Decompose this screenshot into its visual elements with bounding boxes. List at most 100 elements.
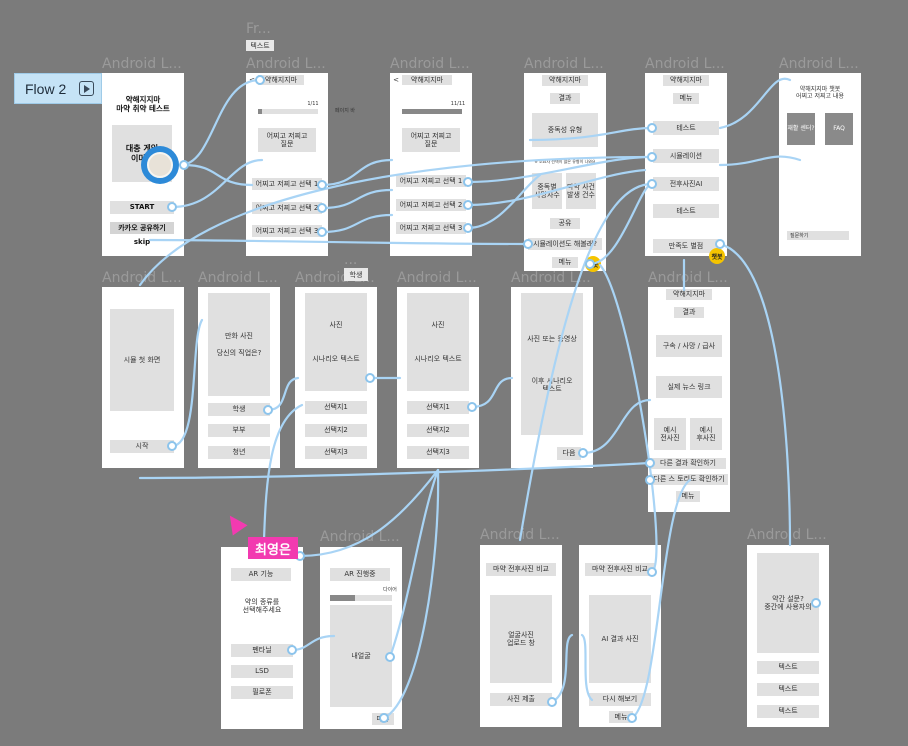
choice-3-button[interactable]: 선택지3 bbox=[305, 446, 367, 459]
retry-button[interactable]: 다시 해보기 bbox=[589, 693, 651, 706]
share-button[interactable]: 공유 bbox=[550, 218, 580, 229]
flow-start-chip[interactable]: Flow 2 bbox=[14, 73, 102, 104]
chatbot-badge-icon[interactable]: 챗봇 bbox=[585, 256, 601, 272]
face-upload-area[interactable]: 얼굴사진 업로드 창 bbox=[490, 595, 552, 683]
job-option-youth[interactable]: 청년 bbox=[208, 446, 270, 459]
frame-chatbot[interactable]: 약해지지마 챗봇 어찌고 저찌고 내용 재활 센터? FAQ 질문하기 bbox=[779, 73, 861, 256]
menu-item-test-2[interactable]: 테스트 bbox=[653, 204, 719, 218]
frame-title[interactable]: Android L... bbox=[524, 56, 604, 72]
menu-button[interactable]: 메뉴 bbox=[676, 491, 700, 502]
other-results-button[interactable]: 다른 결과 확인하기 bbox=[650, 458, 726, 469]
kakao-share-button[interactable]: 카카오 공유하기 bbox=[110, 222, 174, 234]
text-tag[interactable]: 텍스트 bbox=[246, 40, 274, 51]
drug-option-meth[interactable]: 필로폰 bbox=[231, 686, 293, 699]
job-option-couple[interactable]: 부부 bbox=[208, 424, 270, 437]
option-2-button[interactable]: 어찌고 저찌고 선택 2 bbox=[396, 199, 466, 211]
job-option-student[interactable]: 학생 bbox=[208, 403, 270, 416]
wire-q1-opt1 bbox=[320, 158, 394, 187]
choice-1-button[interactable]: 선택지1 bbox=[407, 401, 469, 414]
menu-item-rating[interactable]: 만족도 별점 bbox=[653, 239, 719, 253]
option-1-button[interactable]: 어찌고 저찌고 선택 1 bbox=[396, 175, 466, 187]
menu-item-simulation[interactable]: 시뮬레이션 bbox=[653, 149, 719, 163]
survey-option-2[interactable]: 텍스트 bbox=[757, 683, 819, 696]
frame-title[interactable]: Android L... bbox=[320, 529, 400, 545]
option-1-button[interactable]: 어찌고 저찌고 선택 1 bbox=[252, 178, 322, 190]
frame-title[interactable]: Android L... bbox=[645, 56, 725, 72]
sim-start-button[interactable]: 시작 bbox=[110, 440, 174, 453]
survey-option-3[interactable]: 텍스트 bbox=[757, 705, 819, 718]
skip-button[interactable]: skip bbox=[133, 237, 151, 246]
frame-sim-scene-2[interactable]: 사진 시나리오 텍스트 선택지1 선택지2 선택지3 bbox=[397, 287, 479, 468]
frame-title[interactable]: Fr... bbox=[246, 21, 271, 37]
question-input[interactable]: 질문하기 bbox=[787, 231, 849, 240]
frame-title[interactable]: Android L... bbox=[102, 270, 182, 286]
frame-sim-job[interactable]: 만화 사진 당신의 직업은? 학생 부부 청년 bbox=[198, 287, 280, 468]
option-3-button[interactable]: 어찌고 저찌고 선택 3 bbox=[252, 225, 322, 237]
flow-label: Flow 2 bbox=[25, 80, 67, 97]
survey-option-1[interactable]: 텍스트 bbox=[757, 661, 819, 674]
frame-title[interactable]: Android L... bbox=[480, 527, 560, 543]
try-simulation-button[interactable]: 시뮬레이션도 해볼래? bbox=[528, 238, 602, 250]
choice-3-button[interactable]: 선택지3 bbox=[407, 446, 469, 459]
home-title: 약해지지마 마약 취약 테스트 bbox=[116, 95, 170, 113]
option-2-button[interactable]: 어찌고 저찌고 선택 2 bbox=[252, 202, 322, 214]
menu-item-test[interactable]: 테스트 bbox=[653, 121, 719, 135]
frame-sim-result[interactable]: 약해지지마 결과 구속 / 사망 / 급사 실제 뉴스 링크 예시 전사진 예시… bbox=[648, 287, 730, 512]
submit-photo-button[interactable]: 사진 제출 bbox=[490, 693, 552, 706]
back-chevron-icon[interactable]: < bbox=[393, 75, 399, 84]
frame-menu[interactable]: 약해지지마 메뉴 테스트 시뮬레이션 전후사진AI 테스트 만족도 별점 bbox=[645, 73, 727, 256]
result-subtitle: 결과 bbox=[550, 93, 580, 104]
menu-button[interactable]: 메뉴 bbox=[372, 713, 394, 725]
frame-sim-scene-1[interactable]: 사진 시나리오 텍스트 선택지1 선택지2 선택지3 bbox=[295, 287, 377, 468]
news-link[interactable]: 실제 뉴스 링크 bbox=[656, 376, 722, 398]
app-header: 약해지지마 bbox=[663, 75, 709, 86]
frame-title[interactable]: Android L... bbox=[397, 270, 477, 286]
frame-title[interactable]: Android L... bbox=[747, 527, 827, 543]
frame-title[interactable]: Android L... bbox=[102, 56, 182, 72]
next-button[interactable]: 다음 bbox=[557, 447, 581, 460]
wire-end-next bbox=[581, 398, 652, 455]
choice-2-button[interactable]: 선택지2 bbox=[407, 424, 469, 437]
student-tag[interactable]: 학생 bbox=[344, 268, 368, 281]
frame-result[interactable]: 약해지지마 결과 중독성 유형 ※ 소요자 선택이 많은 유형이 나와요 중독별… bbox=[524, 73, 606, 271]
start-button[interactable]: START bbox=[110, 201, 174, 214]
choice-2-button[interactable]: 선택지2 bbox=[305, 424, 367, 437]
frame-rating-survey[interactable]: 약간 설문? 중간에 사용자의 텍스트 텍스트 텍스트 bbox=[747, 545, 829, 727]
frame-sim-ending[interactable]: 사진 또는 동영상 이후 시나리오 텍스트 다음 bbox=[511, 287, 593, 468]
frame-title[interactable]: Android L... bbox=[779, 56, 859, 72]
menu-item-before-after-ai[interactable]: 전후사진AI bbox=[653, 177, 719, 191]
frame-title[interactable]: Android L... bbox=[511, 270, 591, 286]
frame-title[interactable]: Android L... bbox=[390, 56, 470, 72]
other-stories-button[interactable]: 다른 스 토리도 확인하기 bbox=[650, 474, 728, 485]
drug-option-fentanyl[interactable]: 펜타닐 bbox=[231, 644, 293, 657]
rehab-center-button[interactable]: 재활 센터? bbox=[787, 113, 815, 145]
menu-button[interactable]: 메뉴 bbox=[552, 257, 578, 268]
faq-button[interactable]: FAQ bbox=[825, 113, 853, 145]
ending-media: 사진 또는 동영상 이후 시나리오 텍스트 bbox=[521, 293, 583, 435]
option-3-button[interactable]: 어찌고 저찌고 선택 3 bbox=[396, 222, 466, 234]
drug-option-lsd[interactable]: LSD bbox=[231, 665, 293, 678]
example-after-photo: 예시 후사진 bbox=[690, 418, 722, 450]
sim-first-image: 시뮬 첫 화면 bbox=[110, 309, 174, 411]
choice-1-button[interactable]: 선택지1 bbox=[305, 401, 367, 414]
frame-sim-start[interactable]: 시뮬 첫 화면 시작 bbox=[102, 287, 184, 468]
frame-question-11[interactable]: < 약해지지마 11/11 어찌고 저찌고 질문 어찌고 저찌고 선택 1 어찌… bbox=[390, 73, 472, 256]
frame-title[interactable]: Android L... bbox=[648, 270, 728, 286]
frame-before-after-result[interactable]: 마약 전후사진 비교 AI 결과 사진 다시 해보기 메뉴 bbox=[579, 545, 661, 727]
frame-title[interactable]: Android L... bbox=[198, 270, 278, 286]
play-flow-icon[interactable] bbox=[79, 81, 94, 96]
example-before-photo: 예시 전사진 bbox=[654, 418, 686, 450]
frame-ar-running[interactable]: AR 진행중 다이어 내얼굴 메뉴 bbox=[320, 547, 402, 729]
frame-title[interactable]: ... bbox=[344, 252, 358, 268]
frame-question-1[interactable]: < 약해지지마 1/11 어찌고 저찌고 질문 어찌고 저찌고 선택 1 어찌고… bbox=[246, 73, 328, 256]
face-camera-view: 내얼굴 bbox=[330, 605, 392, 707]
ar-progress-bar bbox=[330, 595, 392, 601]
frame-ar-select[interactable]: AR 기능 약의 종류를 선택해주세요 펜타닐 LSD 필로폰 bbox=[221, 547, 303, 729]
back-chevron-icon[interactable]: < bbox=[249, 75, 255, 84]
menu-button[interactable]: 메뉴 bbox=[609, 711, 633, 723]
frame-title[interactable]: Android L... bbox=[246, 56, 326, 72]
chatbot-badge-icon[interactable]: 챗봇 bbox=[709, 248, 725, 264]
progress-bar bbox=[258, 109, 318, 114]
frame-before-after-upload[interactable]: 마약 전후사진 비교 얼굴사진 업로드 창 사진 제출 bbox=[480, 545, 562, 727]
